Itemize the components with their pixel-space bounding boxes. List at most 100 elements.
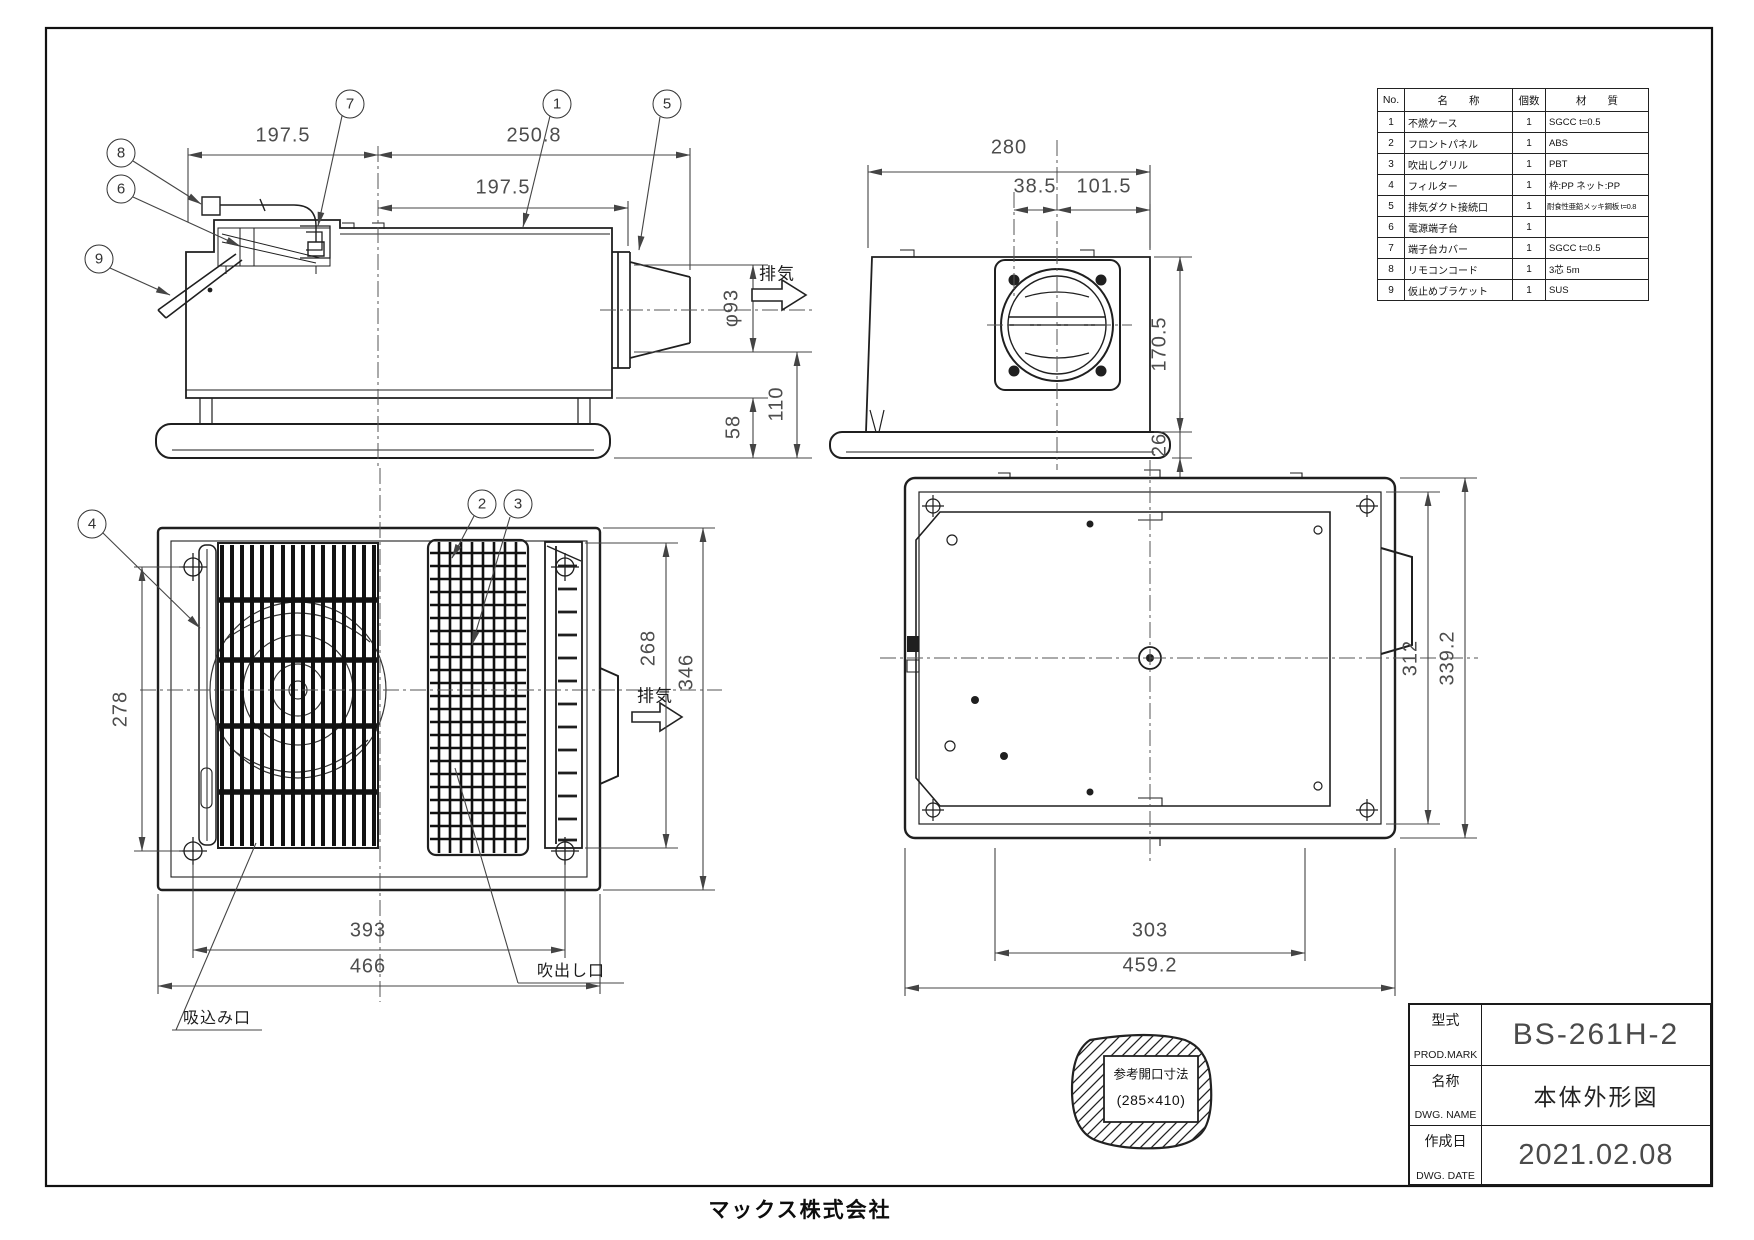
part-material: ABS	[1545, 132, 1649, 154]
exhaust-label-face: 排気	[637, 686, 673, 706]
part-name: 排気ダクト接続口	[1404, 195, 1513, 217]
balloon-3: 3	[503, 489, 533, 519]
part-no: 5	[1377, 195, 1405, 217]
part-no: 1	[1377, 111, 1405, 133]
dim-end-width: 280	[990, 136, 1028, 159]
part-qty: 1	[1512, 111, 1546, 133]
outlet-label: 吹出し口	[536, 963, 606, 980]
reference-opening-title: 参考開口寸法	[1113, 1067, 1189, 1082]
dim-plan-inner-height: 312	[1399, 639, 1422, 677]
part-material: 枠:PP ネット:PP	[1545, 174, 1649, 196]
part-qty: 1	[1512, 174, 1546, 196]
balloon-2: 2	[467, 489, 497, 519]
date-label: 作成日 DWG. DATE	[1410, 1126, 1482, 1186]
part-no: 6	[1377, 216, 1405, 238]
part-qty: 1	[1512, 132, 1546, 154]
balloon-1: 1	[542, 89, 572, 119]
dim-duct-diameter: φ93	[720, 288, 743, 328]
part-qty: 1	[1512, 258, 1546, 280]
part-qty: 1	[1512, 153, 1546, 175]
date-value: 2021.02.08	[1518, 1139, 1674, 1172]
parts-table: No. 名 称 個数 材 質 1 不燃ケース 1 SGCC t=0.5 2 フロ…	[1377, 88, 1649, 301]
dim-width-inner: 197.5	[475, 176, 531, 199]
part-no: 7	[1377, 237, 1405, 259]
part-qty: 1	[1512, 195, 1546, 217]
balloon-8: 8	[106, 138, 136, 168]
col-qty: 個数	[1512, 88, 1546, 112]
part-name: 電源端子台	[1404, 216, 1513, 238]
table-row: 6 電源端子台 1	[1377, 216, 1649, 238]
part-name: 端子台カバー	[1404, 237, 1513, 259]
date-label-en: DWG. DATE	[1416, 1169, 1475, 1182]
model-label-en: PROD.MARK	[1413, 1048, 1478, 1061]
dim-end-height: 170.5	[1148, 316, 1171, 372]
dim-face-width: 466	[349, 955, 387, 978]
col-material: 材 質	[1545, 88, 1649, 112]
table-row: 5 排気ダクト接続口 1 耐食性亜鉛メッキ鋼板 t=0.8	[1377, 195, 1649, 217]
part-material: 3芯 5m	[1545, 258, 1649, 280]
parts-table-header: No. 名 称 個数 材 質	[1377, 88, 1649, 112]
model-value: BS-261H-2	[1512, 1017, 1680, 1051]
title-block: 型式 PROD.MARK BS-261H-2 名称 DWG. NAME 本体外形…	[1408, 1003, 1712, 1186]
name-label: 名称 DWG. NAME	[1410, 1065, 1482, 1126]
part-qty: 1	[1512, 237, 1546, 259]
part-no: 9	[1377, 279, 1405, 301]
balloon-6: 6	[106, 174, 136, 204]
dim-plan-height: 339.2	[1436, 630, 1459, 686]
part-name: 吹出しグリル	[1404, 153, 1513, 175]
part-qty: 1	[1512, 279, 1546, 301]
title-block-model-row: 型式 PROD.MARK BS-261H-2	[1410, 1005, 1710, 1066]
part-name: リモコンコード	[1404, 258, 1513, 280]
part-name: フィルター	[1404, 174, 1513, 196]
dim-duct-right: 101.5	[1076, 175, 1132, 198]
balloon-7: 7	[335, 89, 365, 119]
dim-face-height: 346	[675, 653, 698, 691]
dim-plan-screw-pitch: 303	[1131, 919, 1169, 942]
name-label-jp: 名称	[1431, 1072, 1460, 1089]
company-name: マックス株式会社	[708, 1199, 892, 1222]
balloon-9: 9	[84, 244, 114, 274]
part-no: 8	[1377, 258, 1405, 280]
date-label-jp: 作成日	[1424, 1133, 1467, 1150]
table-row: 8 リモコンコード 1 3芯 5m	[1377, 258, 1649, 280]
col-name: 名 称	[1404, 88, 1513, 112]
table-row: 4 フィルター 1 枠:PP ネット:PP	[1377, 174, 1649, 196]
dim-duct-offset: 38.5	[1013, 175, 1057, 198]
table-row: 2 フロントパネル 1 ABS	[1377, 132, 1649, 154]
intake-label: 吸込み口	[182, 1010, 252, 1027]
exhaust-label-side: 排気	[759, 264, 795, 284]
part-material: PBT	[1545, 153, 1649, 175]
dim-grille-height: 268	[637, 629, 660, 667]
name-value: 本体外形図	[1533, 1084, 1659, 1111]
table-row: 3 吹出しグリル 1 PBT	[1377, 153, 1649, 175]
part-material: 耐食性亜鉛メッキ鋼板 t=0.8	[1545, 195, 1649, 217]
part-name: フロントパネル	[1404, 132, 1513, 154]
table-row: 9 仮止めブラケット 1 SUS	[1377, 279, 1649, 301]
dim-duct-bottom: 58	[722, 414, 745, 440]
dim-width-left: 197.5	[255, 124, 311, 147]
dim-width-right: 250.8	[506, 124, 562, 147]
balloon-4: 4	[77, 509, 107, 539]
dim-screw-pitch-h: 393	[349, 919, 387, 942]
part-name: 仮止めブラケット	[1404, 279, 1513, 301]
model-label-jp: 型式	[1431, 1012, 1460, 1028]
part-material	[1545, 216, 1649, 238]
part-material: SGCC t=0.5	[1545, 237, 1649, 259]
dim-plan-width: 459.2	[1122, 954, 1178, 977]
model-label: 型式 PROD.MARK	[1410, 1005, 1482, 1065]
title-block-name-row: 名称 DWG. NAME 本体外形図	[1410, 1065, 1710, 1127]
part-no: 3	[1377, 153, 1405, 175]
part-no: 2	[1377, 132, 1405, 154]
title-block-date-row: 作成日 DWG. DATE 2021.02.08	[1410, 1126, 1710, 1186]
dim-panel-thickness: 26	[1148, 432, 1171, 458]
table-row: 7 端子台カバー 1 SGCC t=0.5	[1377, 237, 1649, 259]
part-no: 4	[1377, 174, 1405, 196]
table-row: 1 不燃ケース 1 SGCC t=0.5	[1377, 111, 1649, 133]
col-no: No.	[1377, 88, 1405, 112]
part-name: 不燃ケース	[1404, 111, 1513, 133]
reference-opening-size: (285×410)	[1116, 1092, 1186, 1108]
dim-screw-pitch-v: 278	[109, 690, 132, 728]
name-label-en: DWG. NAME	[1414, 1109, 1477, 1122]
